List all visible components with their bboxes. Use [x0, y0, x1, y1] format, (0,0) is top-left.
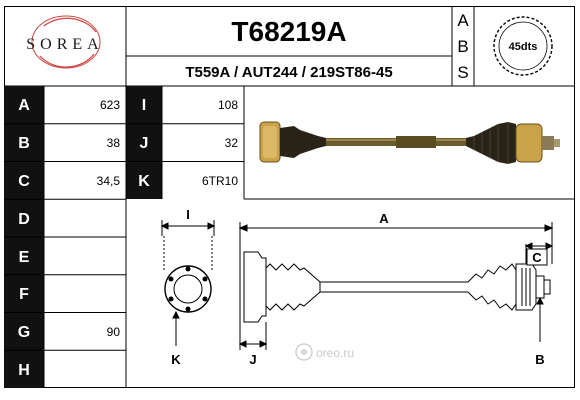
abs-teeth-count: 45dts — [509, 41, 538, 53]
drive-shaft-photo — [259, 121, 560, 164]
spec-label-e: E — [19, 249, 30, 266]
outer-boot-outline — [467, 263, 517, 311]
outer-joint-icon — [515, 123, 543, 163]
spec-label-c: C — [18, 173, 30, 190]
dim-label-k: K — [171, 352, 181, 367]
abs-letter-a: A — [457, 11, 469, 30]
spec-label-f: F — [19, 286, 29, 303]
part-number: T68219A — [231, 16, 346, 47]
inner-boot-icon — [280, 126, 326, 158]
spec-table: A B C D E F G H 623 38 34,5 90 I J K 108… — [4, 86, 575, 388]
spec-label-k: K — [138, 173, 150, 190]
logo-text: SOREA — [26, 36, 103, 53]
label-column-2 — [126, 86, 162, 199]
dim-label-c: C — [532, 250, 542, 265]
spec-label-h: H — [18, 362, 30, 379]
abs-letter-b: B — [457, 37, 468, 56]
dim-label-j: J — [249, 352, 256, 367]
dim-label-b: B — [535, 352, 544, 367]
spec-label-g: G — [18, 324, 30, 341]
spec-value-j: 32 — [225, 136, 239, 150]
dim-label-i: I — [186, 207, 190, 222]
spec-value-k: 6TR10 — [202, 174, 238, 188]
spec-value-g: 90 — [107, 325, 121, 339]
spec-label-d: D — [18, 211, 30, 228]
spec-value-c: 34,5 — [97, 174, 121, 188]
abs-ring: 45dts — [493, 16, 553, 76]
technical-drawing — [160, 220, 554, 350]
spec-label-b: B — [18, 135, 30, 152]
watermark: oreo.ru — [295, 343, 354, 361]
abs-gear-icon — [493, 16, 553, 76]
watermark-text: oreo.ru — [316, 346, 354, 360]
spec-value-i: 108 — [218, 98, 238, 112]
dim-label-a: A — [379, 211, 389, 226]
spec-label-j: J — [140, 135, 149, 152]
spec-value-b: 38 — [107, 136, 121, 150]
outer-boot-icon — [466, 122, 516, 164]
spec-sheet-drawing: SOREA T68219A T559A / AUT244 / 219ST86-4… — [4, 6, 575, 388]
watermark-logo-icon — [295, 343, 313, 361]
abs-letters: A B S — [457, 11, 469, 82]
spec-sheet: SOREA T68219A T559A / AUT244 / 219ST86-4… — [4, 6, 575, 388]
spec-label-i: I — [142, 97, 146, 114]
sorea-logo: SOREA — [26, 15, 103, 69]
cross-references: T559A / AUT244 / 219ST86-45 — [185, 64, 392, 81]
inner-joint-outline — [243, 251, 267, 323]
abs-letter-s: S — [457, 63, 468, 82]
flange-circle-icon — [164, 265, 212, 313]
logo-ring-icon — [31, 15, 101, 69]
spec-label-a: A — [18, 97, 30, 114]
spec-value-a: 623 — [100, 98, 120, 112]
